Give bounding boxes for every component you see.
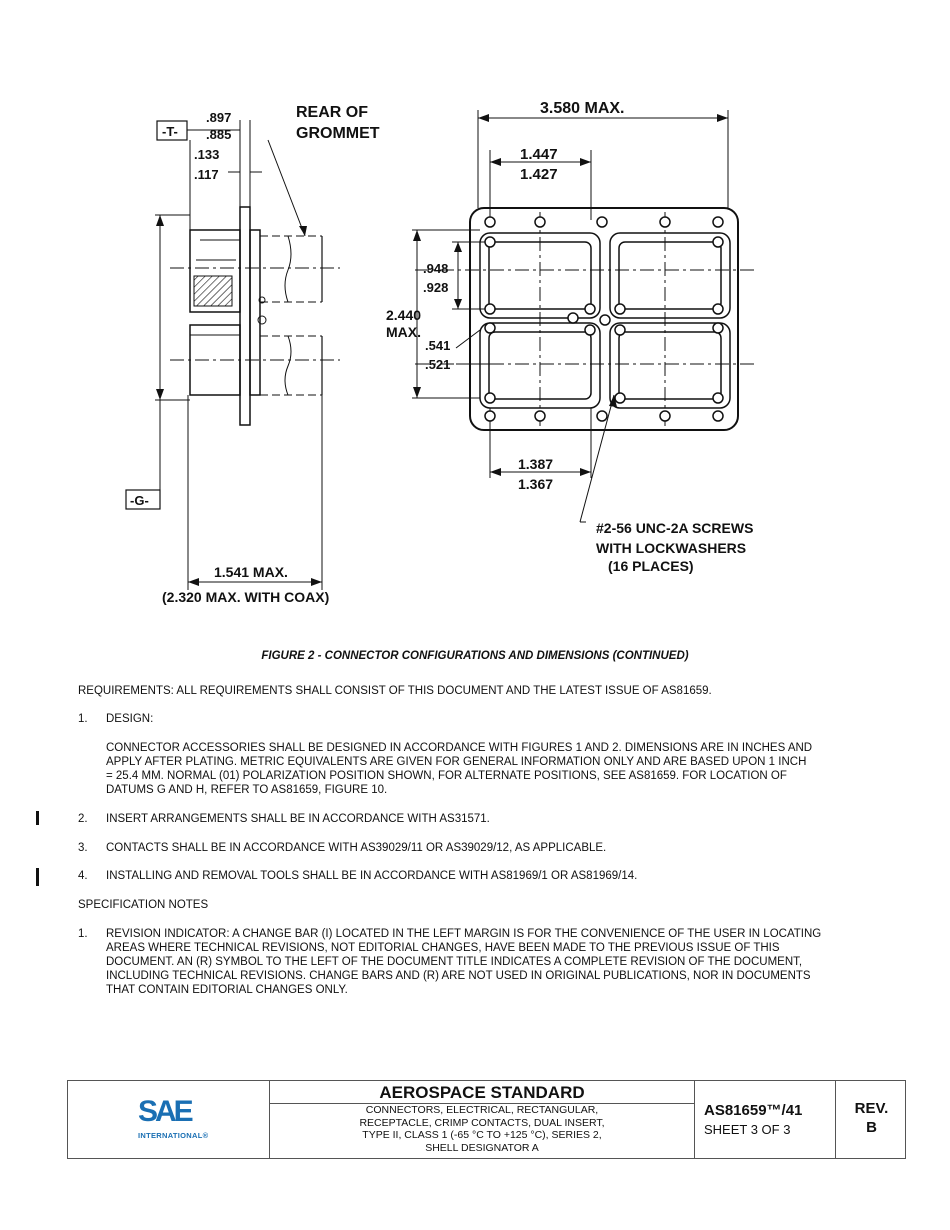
dim-c-top: .948 [423,261,448,276]
change-bar [36,868,39,886]
note-line-1: REVISION INDICATOR: A CHANGE BAR (I) LOC… [106,928,822,940]
dim-d-bottom: .521 [425,357,450,372]
requirements-text: REQUIREMENTS: ALL REQUIREMENTS SHALL CON… [78,685,712,697]
datum-g-label: -G- [130,493,149,508]
dim-a-top: .897 [206,110,231,125]
standard-description: CONNECTORS, ELECTRICAL, RECTANGULAR, REC… [270,1104,694,1154]
change-bar [36,811,39,825]
note-line-3: DOCUMENT. AN (R) SYMBOL TO THE LEFT OF T… [106,956,803,968]
length-max-label: 1.541 MAX. [214,564,288,580]
pitch-bottom: 1.427 [520,166,558,183]
design-line-1: CONNECTOR ACCESSORIES SHALL BE DESIGNED … [106,742,813,754]
note-1-number: 1. [78,928,88,940]
rear-of-grommet-line1: REAR OF [296,104,368,121]
item-4-text: INSTALLING AND REMOVAL TOOLS SHALL BE IN… [106,870,638,882]
front-view [412,110,755,523]
logo-cell: SAE INTERNATIONAL® [68,1081,270,1158]
dim-c-bottom: .928 [423,280,448,295]
screws-note-3: (16 PLACES) [608,558,694,574]
item-2-text: INSERT ARRANGEMENTS SHALL BE IN ACCORDAN… [106,813,490,825]
dim-e-top: 1.387 [518,456,553,472]
revision-cell: REV. B [836,1081,907,1158]
item-1-number: 1. [78,713,88,725]
sheet-number: SHEET 3 OF 3 [704,1122,791,1137]
datum-t-label: -T- [162,124,178,139]
design-line-2: APPLY AFTER PLATING. METRIC EQUIVALENTS … [106,756,807,768]
note-line-4: INCLUDING TECHNICAL REVISIONS. CHANGE BA… [106,970,811,982]
dim-b-bottom: .117 [194,167,219,182]
revision-value: B [866,1119,877,1136]
note-line-2: AREAS WHERE TECHNICAL REVISIONS, NOT EDI… [106,942,780,954]
document-number: AS81659™/41 [704,1102,803,1119]
design-line-3: = 25.4 MM. NORMAL (01) POLARIZATION POSI… [106,770,787,782]
item-2-number: 2. [78,813,88,825]
dim-e-bottom: 1.367 [518,476,553,492]
figure-caption: FIGURE 2 - CONNECTOR CONFIGURATIONS AND … [261,650,689,662]
dim-a-bottom: .885 [206,127,231,142]
note-line-5: THAT CONTAIN EDITORIAL CHANGES ONLY. [106,984,348,996]
item-4-number: 4. [78,870,88,882]
revision: REV. B [836,1099,907,1137]
doc-number-cell: AS81659™/41 SHEET 3 OF 3 [695,1081,836,1158]
height-label-2: MAX. [386,324,421,340]
description-line: SHELL DESIGNATOR A [425,1141,539,1154]
rear-of-grommet-line2: GROMMET [296,125,380,142]
revision-label: REV. [854,1100,889,1117]
description-line: TYPE II, CLASS 1 (-65 °C TO +125 °C), SE… [362,1129,602,1141]
pitch-top: 1.447 [520,146,558,163]
screws-note-1: #2-56 UNC-2A SCREWS [596,520,753,536]
description-line: RECEPTACLE, CRIMP CONTACTS, DUAL INSERT, [359,1116,605,1129]
sae-logo-subtitle: INTERNATIONAL® [138,1131,209,1140]
spec-notes-heading: SPECIFICATION NOTES [78,899,209,911]
item-1-text: DESIGN: [106,713,154,725]
standard-title: AEROSPACE STANDARD [270,1081,694,1104]
dim-b-top: .133 [194,147,219,162]
design-line-4: DATUMS G AND H, REFER TO AS81659, FIGURE… [106,784,388,796]
width-max-label: 3.580 MAX. [540,100,624,117]
length-coax-label: (2.320 MAX. WITH COAX) [162,589,329,605]
item-3-number: 3. [78,842,88,854]
screw-holes [484,216,724,422]
screws-note-2: WITH LOCKWASHERS [596,540,746,556]
item-3-text: CONTACTS SHALL BE IN ACCORDANCE WITH AS3… [106,842,607,854]
sae-logo: SAE [138,1095,194,1128]
height-label-1: 2.440 [386,307,421,323]
dim-d-top: .541 [425,338,450,353]
description-line: CONNECTORS, ELECTRICAL, RECTANGULAR, [365,1104,599,1116]
connector-drawing: -T- .897 .885 .133 .117 REAR OF GROMMET … [125,100,755,605]
title-cell: AEROSPACE STANDARD CONNECTORS, ELECTRICA… [270,1081,695,1158]
side-view [125,120,340,590]
title-block: SAE INTERNATIONAL® AEROSPACE STANDARD CO… [67,1080,906,1159]
